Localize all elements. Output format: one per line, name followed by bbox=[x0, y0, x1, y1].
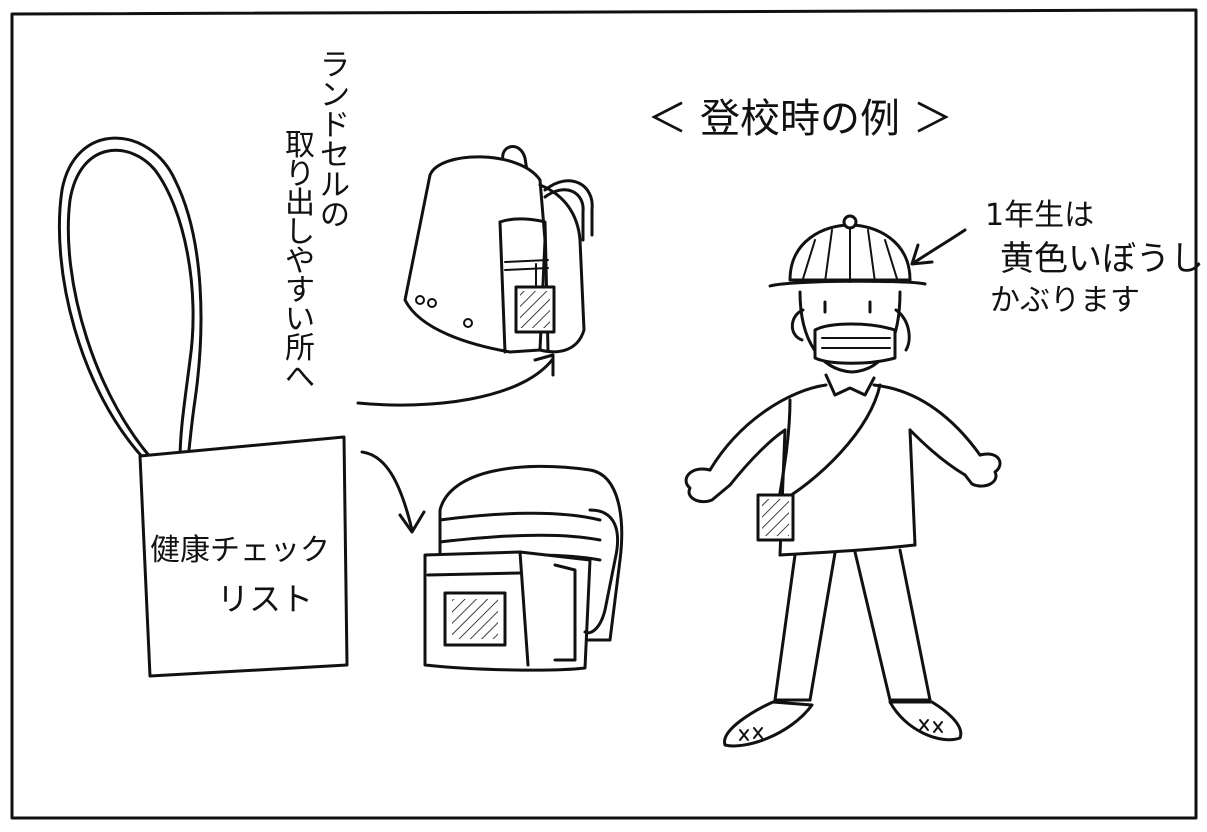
vertical-label-char: り bbox=[285, 157, 315, 192]
vertical-label-char: ル bbox=[320, 168, 350, 203]
vertical-label-char: や bbox=[285, 244, 315, 279]
vertical-label-char: ド bbox=[320, 108, 350, 143]
card-line-1: 健康チェック bbox=[150, 533, 330, 568]
vertical-label-col-1: ランドセルの bbox=[320, 48, 350, 233]
backpack-upper bbox=[403, 145, 594, 354]
vertical-label-char: 出 bbox=[285, 186, 315, 221]
vertical-label-char: す bbox=[285, 273, 315, 308]
note-line-1: 1年生は bbox=[985, 198, 1094, 233]
vertical-label-char: へ bbox=[285, 360, 315, 395]
vertical-label-char: し bbox=[285, 215, 315, 250]
vertical-label-char: い bbox=[285, 302, 315, 337]
hat-note: 1年生は 黄色いぼうしを かぶります bbox=[985, 198, 1207, 318]
note-line-2: 黄色いぼうしを bbox=[1000, 239, 1207, 279]
vertical-label-col-2: 取り出しやすい所へ bbox=[285, 128, 315, 395]
vertical-label-char: 所 bbox=[285, 331, 315, 366]
vertical-label-char: セ bbox=[320, 138, 350, 173]
vertical-label: ランドセルの 取り出しやすい所へ bbox=[285, 48, 350, 395]
lanyard-strap bbox=[57, 136, 203, 490]
vertical-label-char: 取 bbox=[285, 128, 315, 163]
arrow-to-hat bbox=[910, 228, 967, 266]
arrow-to-backpack bbox=[356, 353, 555, 407]
backpack-lower bbox=[423, 464, 624, 672]
vertical-label-char: の bbox=[320, 198, 350, 233]
page-frame bbox=[10, 8, 1198, 820]
arrow-to-backpack-lower bbox=[360, 450, 426, 534]
title-text: ＜ 登校時の例 ＞ bbox=[647, 96, 952, 142]
health-check-card: 健康チェック リスト bbox=[138, 435, 349, 678]
note-line-3: かぶります bbox=[990, 283, 1140, 318]
vertical-label-char: ラ bbox=[320, 48, 350, 83]
card-line-2: リスト bbox=[217, 580, 313, 618]
vertical-label-char: ン bbox=[320, 78, 350, 113]
child-figure bbox=[684, 214, 1002, 748]
